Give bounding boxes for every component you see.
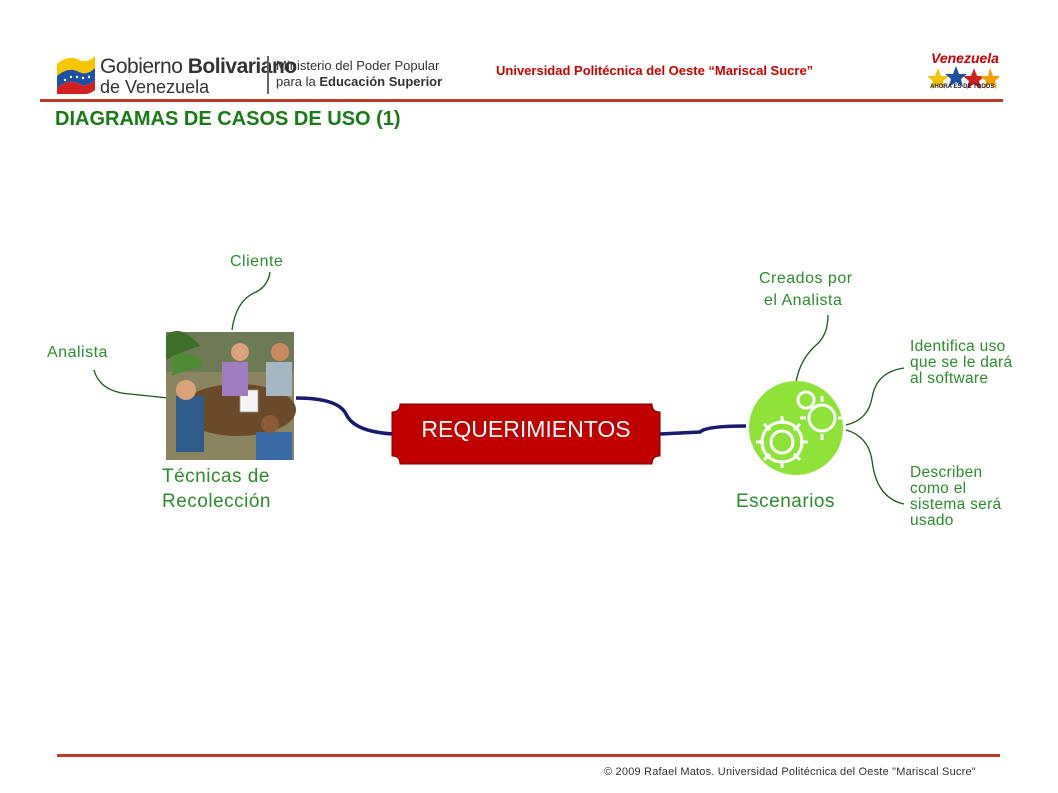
branch-identifica-line [845,367,905,426]
connector-right [659,424,747,436]
government-name: Gobierno Bolivariano [100,55,297,78]
footer-divider [57,754,1000,757]
header-divider [40,99,1003,102]
central-node-label: REQUERIMIENTOS [421,416,631,442]
logo-divider [267,56,269,94]
connector-left [295,396,395,436]
venezuela-logo-text: Venezuela [931,50,999,66]
venezuela-stars-logo [927,50,1000,94]
slide-title: DIAGRAMAS DE CASOS DE USO (1) [55,108,401,130]
branch-analista-line [93,369,169,399]
branch-label-analista: Analista [47,344,108,361]
branch-label-cliente: Cliente [230,253,284,270]
branch-cliente-line [231,271,271,331]
node-label-escenarios: Escenarios [736,491,835,512]
ministry-subname: para la Educación Superior [276,74,443,89]
requerimientos-box [391,403,661,465]
branch-label-creados: Creados por el Analista [759,270,853,309]
branch-label-describen: Describen como el sistema será usado [910,464,1002,529]
branch-creados-line [795,314,829,383]
copyright-notice: © 2009 Rafael Matos. Universidad Politéc… [604,766,976,778]
government-logo [55,50,450,96]
gears-icon [749,381,844,475]
node-label-tecnicas: Técnicas de Recolección [162,466,271,512]
meeting-clipart [166,330,296,460]
government-country: de Venezuela [100,77,210,97]
venezuela-flag-icon [57,56,95,95]
branch-label-identifica: Identifica uso que se le dará al softwar… [910,338,1013,387]
branch-describen-line [845,429,905,505]
ministry-name: Ministerio del Poder Popular [276,58,440,73]
university-name: Universidad Politécnica del Oeste “Maris… [496,63,814,78]
venezuela-logo-slogan: AHORA ES DE TODOS [930,84,995,90]
